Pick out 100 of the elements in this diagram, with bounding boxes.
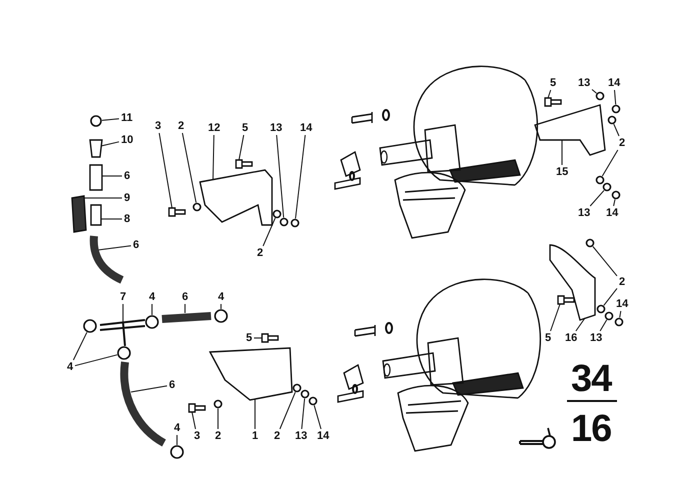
- callout-number: 2: [256, 247, 264, 259]
- callout-number: 10: [120, 134, 134, 146]
- callout-number: 4: [148, 291, 156, 303]
- leader-line: [98, 245, 132, 250]
- leader-line: [592, 89, 597, 94]
- washer-drawing: [292, 384, 302, 392]
- bolt-drawing: [168, 207, 186, 217]
- fitting-drawing: [90, 204, 102, 226]
- bolt-drawing: [188, 403, 206, 413]
- callout-number: 13: [577, 77, 592, 89]
- callout-number: 13: [294, 430, 308, 442]
- leader-line: [590, 190, 604, 206]
- callout-number: 8: [123, 213, 132, 225]
- leader-line: [613, 198, 616, 206]
- washer-drawing: [602, 182, 612, 192]
- leader-line: [314, 404, 322, 430]
- washer-drawing: [586, 238, 594, 248]
- leader-line: [192, 412, 196, 430]
- hose-drawing: [120, 362, 166, 446]
- callout-number: 14: [607, 77, 622, 89]
- hose-clamp-drawing: [117, 346, 131, 360]
- bracket-drawing: [208, 347, 293, 401]
- callout-number: 11: [120, 112, 134, 124]
- callout-number: 3: [193, 430, 202, 442]
- callout-number: 6: [168, 379, 176, 391]
- callout-number: 13: [577, 207, 592, 219]
- seal-ring-drawing: [90, 115, 102, 127]
- leader-line: [548, 90, 552, 98]
- bolt-drawing: [544, 97, 562, 107]
- bracket-drawing: [534, 104, 606, 156]
- washer-drawing: [596, 304, 606, 314]
- callout-number: 9: [123, 192, 132, 204]
- leader-line: [130, 385, 168, 392]
- callout-number: 14: [605, 207, 620, 219]
- leader-line: [220, 304, 222, 310]
- washer-drawing: [604, 312, 614, 320]
- leader-line: [102, 118, 120, 121]
- fitting-drawing: [89, 139, 103, 158]
- callout-number: 4: [173, 422, 182, 434]
- callout-number: 7: [119, 291, 128, 303]
- leader-line: [613, 124, 620, 136]
- callout-number: 4: [66, 361, 74, 373]
- leader-line: [550, 304, 560, 332]
- nut-drawing: [290, 218, 300, 228]
- callout-number: 5: [549, 77, 558, 89]
- hose-clamp-drawing: [170, 445, 184, 459]
- callout-number: 6: [123, 170, 132, 182]
- leader-line: [592, 246, 618, 276]
- callout-number: 6: [181, 291, 190, 303]
- callout-number: 5: [544, 332, 552, 344]
- leader-line: [602, 150, 618, 177]
- leader-line: [176, 434, 178, 446]
- leader-line: [74, 354, 118, 366]
- callout-number: 13: [589, 332, 604, 344]
- callout-number: 2: [618, 276, 626, 288]
- callout-number: 2: [618, 137, 626, 149]
- callout-number: 5: [241, 122, 250, 134]
- group-number: 16: [571, 410, 612, 448]
- washer-drawing: [280, 218, 288, 226]
- hose-clamp-drawing: [83, 319, 97, 333]
- nut-drawing: [614, 318, 624, 326]
- leader-line: [279, 392, 296, 430]
- leader-line: [301, 398, 306, 430]
- leader-line: [72, 332, 88, 360]
- callout-number: 2: [177, 120, 186, 132]
- leader-line: [122, 304, 124, 322]
- leader-line: [603, 288, 618, 306]
- callout-number: 2: [273, 430, 282, 442]
- leader-line: [600, 319, 608, 332]
- leader-line: [100, 218, 122, 220]
- leader-line: [212, 134, 214, 180]
- leader-line: [614, 90, 616, 105]
- washer-drawing: [214, 400, 222, 408]
- leader-line: [295, 134, 306, 219]
- leader-line: [182, 132, 197, 204]
- callout-number: 3: [154, 120, 162, 132]
- leader-line: [100, 141, 120, 146]
- callout-number: 4: [217, 291, 226, 303]
- callout-number: 16: [564, 332, 578, 344]
- nut-drawing: [612, 190, 620, 200]
- leader-line: [575, 318, 586, 332]
- nut-drawing: [308, 396, 318, 406]
- hose-clamp-drawing: [145, 315, 159, 329]
- callout-number: 14: [316, 430, 330, 442]
- washer-drawing: [300, 390, 310, 398]
- hose-drawing: [89, 164, 103, 191]
- hose-drawing: [162, 312, 212, 323]
- leader-line: [262, 218, 276, 246]
- leader-line: [184, 304, 186, 314]
- washer-drawing: [596, 92, 604, 100]
- leader-line: [276, 134, 284, 218]
- hose-drawing: [90, 236, 124, 284]
- bolt-drawing: [557, 295, 575, 305]
- leader-line: [254, 398, 256, 430]
- bracket-drawing: [549, 244, 596, 321]
- callout-number: 13: [269, 122, 284, 134]
- washer-drawing: [596, 176, 604, 184]
- callout-number: 15: [555, 166, 570, 178]
- bolt-drawing: [261, 333, 279, 343]
- group-number: 34: [571, 360, 612, 398]
